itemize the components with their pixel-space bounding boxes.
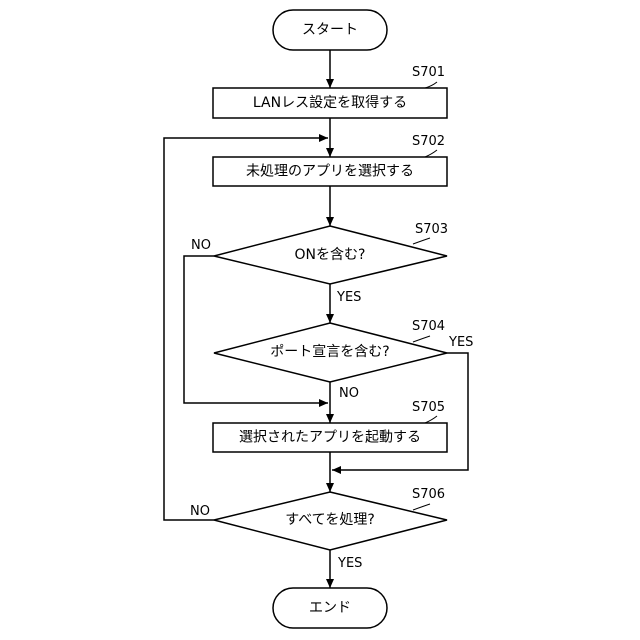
branch-s706-no: NO xyxy=(190,504,210,519)
s702-label: 未処理のアプリを選択する xyxy=(246,164,414,180)
step-label-s706: S706 xyxy=(412,487,445,502)
s704-label: ポート宣言を含む? xyxy=(270,344,389,360)
s705-label: 選択されたアプリを起動する xyxy=(239,430,421,446)
branch-s706-yes: YES xyxy=(337,556,362,571)
arrow-s706-no-loop xyxy=(164,138,328,520)
step-label-s705: S705 xyxy=(412,400,445,415)
branch-s704-no: NO xyxy=(339,386,359,401)
s701-label: LANレス設定を取得する xyxy=(253,94,407,111)
leader-s706 xyxy=(413,504,430,510)
branch-s704-yes: YES xyxy=(448,335,473,350)
s706-label: すべてを処理? xyxy=(285,512,375,528)
leader-s702 xyxy=(425,150,437,157)
start-label: スタート xyxy=(302,22,358,38)
branch-s703-yes: YES xyxy=(336,290,361,305)
leader-s704 xyxy=(413,336,430,342)
step-label-s702: S702 xyxy=(412,134,445,149)
start-terminal: スタート xyxy=(273,10,387,50)
end-terminal: エンド xyxy=(273,588,387,628)
branch-s703-no: NO xyxy=(191,238,211,253)
step-label-s704: S704 xyxy=(412,319,445,334)
step-label-s703: S703 xyxy=(415,222,448,237)
process-s701: LANレス設定を取得する xyxy=(213,88,447,118)
leader-s705 xyxy=(425,416,437,423)
s703-label: ONを含む? xyxy=(295,247,366,263)
leader-s701 xyxy=(425,82,437,88)
end-label: エンド xyxy=(309,600,351,616)
step-label-s701: S701 xyxy=(412,65,445,80)
process-s702: 未処理のアプリを選択する xyxy=(213,157,447,186)
leader-s703 xyxy=(413,238,430,244)
process-s705: 選択されたアプリを起動する xyxy=(213,423,447,452)
decision-s703: ONを含む? xyxy=(214,226,447,284)
